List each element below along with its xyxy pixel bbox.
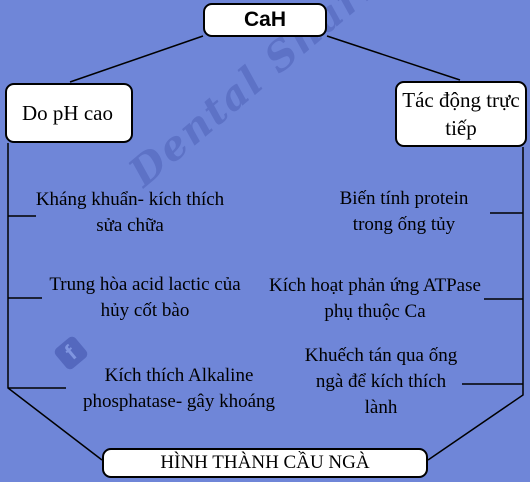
left-item-2-text: Trung hòa acid lactic của hủy cốt bào: [49, 274, 241, 321]
root-label: CaH: [243, 8, 286, 31]
right-item-denature-protein: Biến tính protein trong ống tủy: [318, 186, 490, 238]
bottom-label: HÌNH THÀNH CẦU NGÀ: [160, 452, 370, 473]
result-node-dentin-bridge: HÌNH THÀNH CẦU NGÀ: [102, 448, 428, 478]
left-branch-title: Do pH cao: [22, 100, 113, 125]
right-item-2-text: Kích hoạt phản ứng ATPase phụ thuộc Ca: [269, 275, 481, 322]
left-item-neutralize-acid: Trung hòa acid lactic của hủy cốt bào: [40, 272, 250, 324]
right-item-atpase: Kích hoạt phản ứng ATPase phụ thuộc Ca: [268, 273, 482, 325]
right-branch-title: Tác động trực tiếp: [402, 88, 520, 140]
left-item-alkaline-phosphatase: Kích thích Alkaline phosphatase- gây kho…: [68, 363, 290, 415]
node-high-ph: Do pH cao: [5, 83, 133, 143]
line-right-trunk: [427, 147, 524, 461]
right-item-1-text: Biến tính protein trong ống tủy: [339, 188, 469, 235]
line-top-right: [326, 35, 461, 81]
left-item-3-text: Kích thích Alkaline phosphatase- gây kho…: [82, 365, 276, 412]
right-item-3-text: Khuếch tán qua ống ngà để kích thích làn…: [304, 345, 458, 418]
line-top-left: [69, 35, 204, 83]
root-node-cah: CaH: [203, 3, 327, 37]
right-item-diffusion: Khuếch tán qua ống ngà để kích thích làn…: [300, 343, 462, 421]
left-item-1-text: Kháng khuẩn- kích thích sửa chữa: [35, 189, 225, 236]
node-direct-effect: Tác động trực tiếp: [395, 81, 527, 147]
left-item-antibacterial: Kháng khuẩn- kích thích sửa chữa: [30, 187, 230, 239]
